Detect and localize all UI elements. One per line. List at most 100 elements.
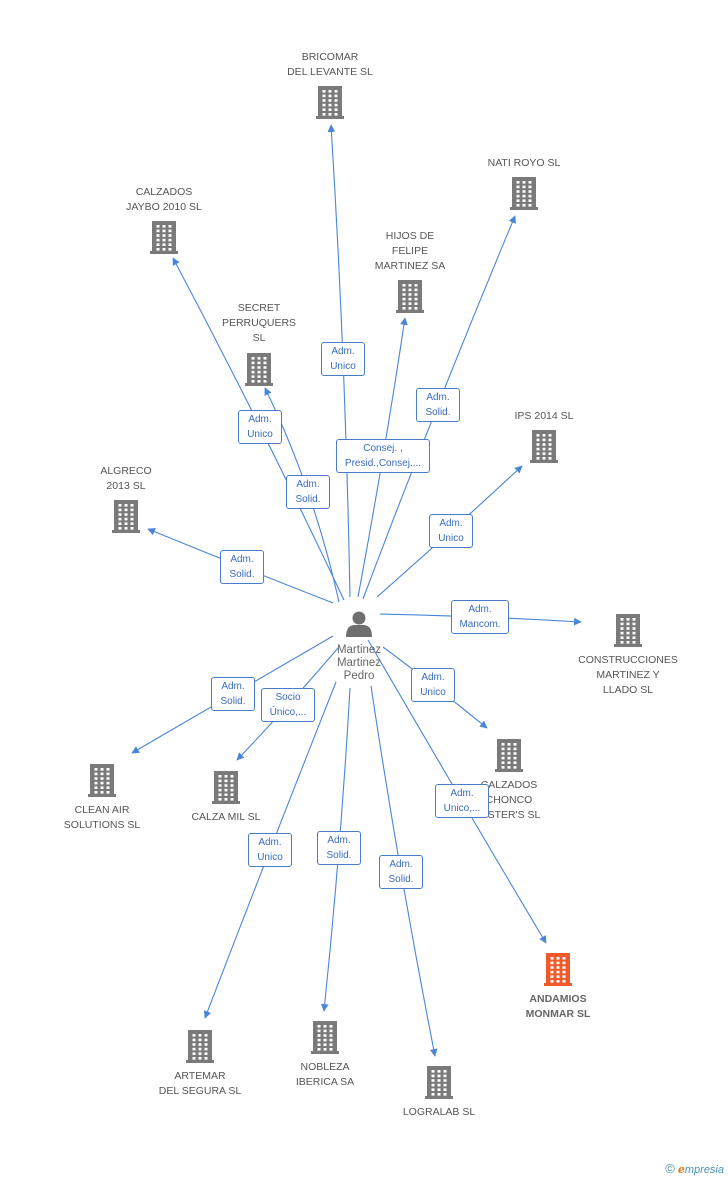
building-icon-calzados-jaybo[interactable]	[150, 221, 178, 254]
role-box-calzados-jaybo[interactable]: Adm.Unico	[238, 410, 282, 444]
copyright-symbol: ©	[665, 1161, 675, 1176]
building-icon-nati-royo[interactable]	[510, 177, 538, 210]
role-line: Adm.	[327, 835, 351, 846]
role-line: Consej. ,	[363, 443, 403, 454]
role-line: Presid.,Consej....	[344, 458, 422, 469]
building-icon-clean-air[interactable]	[88, 764, 116, 797]
company-label-line: DEL SEGURA SL	[158, 1085, 242, 1097]
nodes	[88, 86, 642, 1099]
company-label-ips-2014[interactable]: IPS 2014 SL	[515, 409, 574, 424]
company-label-line: CONSTRUCCIONES	[578, 654, 678, 666]
role-line: Unico	[420, 687, 446, 698]
role-line: Adm.	[421, 672, 445, 683]
role-box-bricomar[interactable]: Adm.Unico	[321, 342, 365, 376]
company-label-line: LOGRALAB SL	[402, 1106, 476, 1118]
person-icon[interactable]	[346, 611, 372, 638]
company-label-line: ALGRECO	[100, 465, 152, 477]
company-label-line: ANDAMIOS	[529, 993, 587, 1005]
role-line: Unico	[330, 361, 356, 372]
brand-watermark: © empresia	[665, 1161, 724, 1176]
company-label-line: MONMAR SL	[525, 1008, 591, 1020]
company-label-line: IPS 2014 SL	[514, 410, 574, 422]
building-icon-artemar[interactable]	[186, 1030, 214, 1063]
role-line: Adm.	[221, 681, 245, 692]
role-line: Adm.	[296, 479, 320, 490]
role-line: Adm.	[450, 788, 474, 799]
role-line: Adm.	[230, 554, 254, 565]
role-line: Solid.	[326, 850, 352, 861]
brand-initial: e	[677, 1163, 685, 1176]
company-label-line: NOBLEZA	[300, 1061, 350, 1073]
company-label-line: MARTINEZ SA	[374, 260, 446, 272]
company-label-calza-mil[interactable]: CALZA MIL SL	[191, 810, 260, 825]
role-box-nati-royo[interactable]: Adm. Solid.	[416, 388, 460, 422]
role-line: Solid.	[295, 494, 321, 505]
building-icon-nobleza[interactable]	[311, 1021, 339, 1054]
person-label-line: Pedro	[343, 670, 375, 682]
company-label-line: CLEAN AIR	[74, 804, 130, 816]
person-label-line: Martinez	[336, 657, 382, 669]
company-label-line: BRICOMAR	[301, 51, 359, 63]
company-label-line: CHONCO	[485, 794, 533, 806]
building-icon-construcciones[interactable]	[614, 614, 642, 647]
role-line: Adm.	[426, 392, 450, 403]
role-box-clean-air[interactable]: Adm. Solid.	[211, 677, 255, 711]
company-label-line: SECRET	[237, 302, 281, 314]
company-label-calzados-chonco[interactable]: CALZADOS CHONCO SISTER'S SL	[478, 778, 541, 823]
role-box-nobleza[interactable]: Adm. Solid.	[317, 831, 361, 865]
building-icon-secret-perruquers[interactable]	[245, 353, 273, 386]
building-icon-andamios[interactable]	[544, 953, 572, 986]
building-icon-bricomar[interactable]	[316, 86, 344, 119]
role-line: Socio	[275, 692, 301, 703]
building-icon-logralab[interactable]	[425, 1066, 453, 1099]
role-box-calzados-chonco[interactable]: Adm. Unico	[411, 668, 455, 702]
role-box-artemar[interactable]: Adm.Unico	[248, 833, 292, 867]
company-label-line: PERRUQUERS	[221, 317, 297, 329]
company-label-line: MARTINEZ Y	[596, 669, 660, 681]
role-box-logralab[interactable]: Adm.Solid.	[379, 855, 423, 889]
role-line: Solid.	[425, 407, 451, 418]
role-line: Solid.	[388, 874, 414, 885]
person-label-line: Martinez	[336, 644, 382, 656]
company-label-line: SISTER'S SL	[477, 809, 541, 821]
company-label-nati-royo[interactable]: NATI ROYO SL	[488, 156, 561, 171]
building-icon-calza-mil[interactable]	[212, 771, 240, 804]
role-box-construcciones[interactable]: Adm.Mancom.	[451, 600, 509, 634]
role-line: Solid.	[220, 696, 246, 707]
company-label-artemar[interactable]: ARTEMAR DEL SEGURA SL	[159, 1069, 241, 1099]
role-line: Adm.	[248, 414, 272, 425]
role-line: Solid.	[229, 569, 255, 580]
building-icon-hijos-felipe[interactable]	[396, 280, 424, 313]
brand-name: mpresia	[684, 1164, 724, 1176]
company-label-line: CALZADOS	[135, 186, 193, 198]
company-label-line: CALZADOS	[480, 779, 538, 791]
company-label-secret-perruquers[interactable]: SECRET PERRUQUERS SL	[222, 301, 296, 346]
building-icon-ips-2014[interactable]	[530, 430, 558, 463]
building-icon-calzados-chonco[interactable]	[495, 739, 523, 772]
company-label-line: SL	[252, 332, 266, 344]
role-line: Adm.	[258, 837, 282, 848]
role-box-hijos-felipe[interactable]: Consej. , Presid.,Consej....	[336, 439, 430, 473]
company-label-line: ARTEMAR	[174, 1070, 226, 1082]
role-line: Unico,...	[443, 803, 481, 814]
company-label-andamios[interactable]: ANDAMIOS MONMAR SL	[526, 992, 591, 1022]
building-icon-algreco[interactable]	[112, 500, 140, 533]
role-box-secret-perruquers[interactable]: Adm. Solid.	[286, 475, 330, 509]
role-line: Adm.	[468, 604, 492, 615]
role-box-andamios[interactable]: Adm. Unico,...	[435, 784, 489, 818]
role-box-algreco[interactable]: Adm. Solid.	[220, 550, 264, 584]
role-box-ips-2014[interactable]: Adm.Unico	[429, 514, 473, 548]
role-line: Adm.	[439, 518, 463, 529]
edges	[131, 124, 582, 1057]
company-label-logralab[interactable]: LOGRALAB SL	[403, 1105, 475, 1120]
